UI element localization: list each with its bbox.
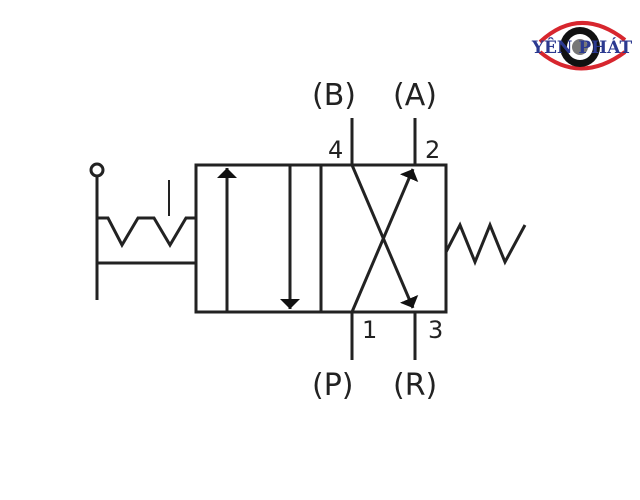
company-logo: YÊN PHÁT	[531, 21, 633, 71]
detent-notches	[97, 216, 196, 249]
port-number-p: 1	[362, 316, 377, 344]
port-number-a: 2	[425, 136, 440, 164]
port-label-p: (P)	[312, 368, 354, 403]
logo-text: YÊN PHÁT	[531, 37, 633, 58]
port-label-r: (R)	[393, 368, 437, 403]
flow-arrow-cross-2	[350, 164, 419, 309]
port-number-r: 3	[428, 316, 443, 344]
port-number-b: 4	[328, 136, 343, 164]
detent-knob-icon	[89, 162, 105, 178]
spring-return-icon	[444, 221, 527, 266]
flow-arrow-cross-1	[350, 168, 419, 313]
port-label-b: (B)	[312, 78, 356, 113]
port-label-a: (A)	[393, 78, 437, 113]
